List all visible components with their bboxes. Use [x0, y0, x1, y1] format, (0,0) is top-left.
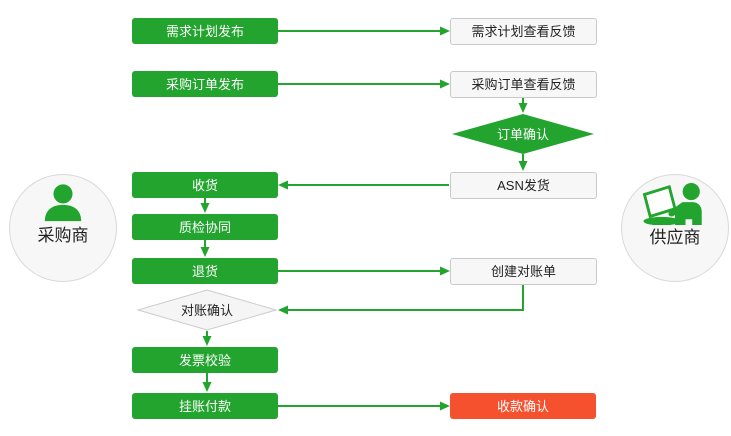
node-po-publish: 采购订单发布: [132, 71, 278, 97]
arrow-po-to-order-confirm: [518, 98, 528, 113]
diamond-label: 对账确认: [180, 302, 233, 318]
node-return-goods: 退货: [132, 258, 278, 284]
node-quality-check: 质检协同: [132, 214, 278, 240]
arrow-asn-to-receive: [278, 180, 449, 190]
arrow-return-to-statement: [278, 266, 450, 276]
arrow-po: [278, 79, 450, 89]
node-pending-payment: 挂账付款: [132, 393, 278, 419]
node-order-confirm: 订单确认: [452, 114, 594, 154]
diamond-label: 订单确认: [496, 126, 549, 142]
supplier-actor: 供应商: [621, 174, 729, 282]
node-demand-plan-feedback: 需求计划查看反馈: [450, 18, 597, 45]
arrow-demand-plan: [278, 26, 450, 36]
buyer-actor: 采购商: [9, 174, 117, 282]
node-receive: 收货: [132, 172, 278, 198]
arrow-invoice-to-payment: [202, 373, 212, 392]
node-asn-ship: ASN发货: [450, 172, 597, 199]
arrow-confirm-to-invoice: [202, 331, 212, 346]
arrow-statement-to-confirm: [278, 285, 524, 315]
supplier-label: 供应商: [649, 228, 701, 247]
arrow-order-confirm-to-asn: [518, 154, 528, 171]
person-icon: [44, 184, 82, 222]
node-statement-confirm: 对账确认: [137, 289, 277, 331]
arrow-payment-to-collect: [278, 401, 450, 411]
person-laptop-icon: [642, 183, 702, 225]
node-po-feedback: 采购订单查看反馈: [450, 71, 597, 98]
node-demand-plan-publish: 需求计划发布: [132, 18, 278, 44]
diamond-shape: [137, 289, 277, 331]
arrow-quality-to-return: [200, 240, 210, 257]
diamond-shape: [452, 114, 594, 154]
node-create-statement: 创建对账单: [450, 258, 597, 285]
node-payment-confirm: 收款确认: [450, 393, 596, 419]
buyer-label: 采购商: [37, 226, 89, 245]
node-invoice-verify: 发票校验: [132, 347, 278, 373]
arrow-receive-to-quality: [200, 198, 210, 213]
